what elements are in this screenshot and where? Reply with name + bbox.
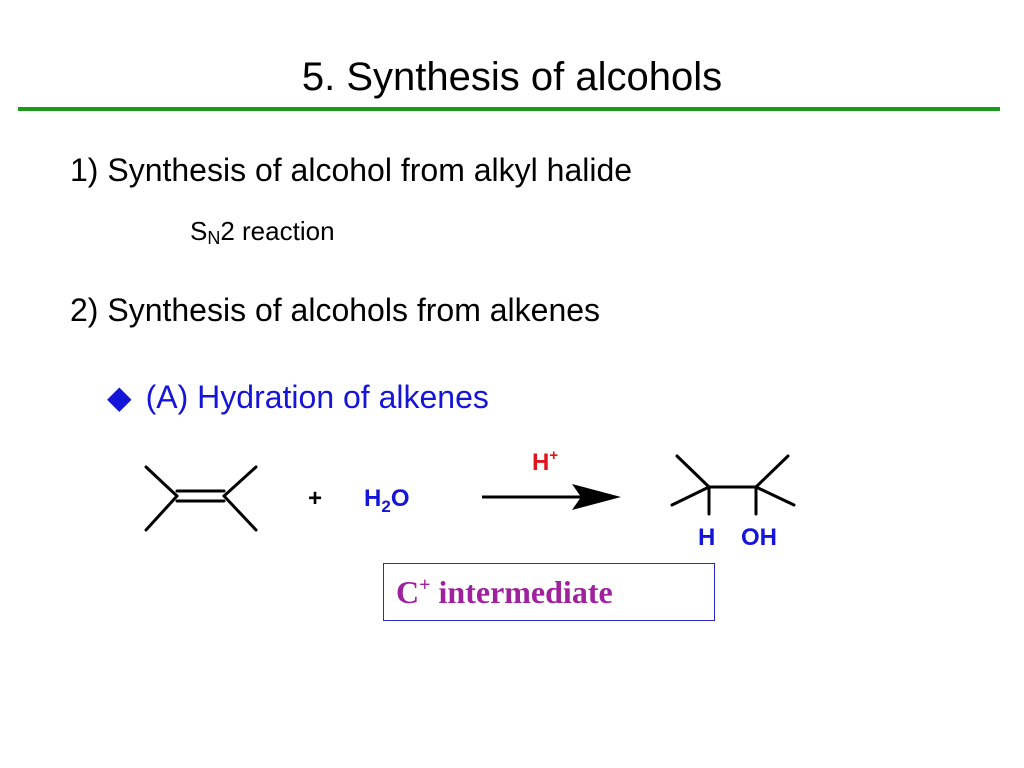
carbocation-plus: +	[419, 574, 431, 596]
section-2-heading: 2) Synthesis of alcohols from alkenes	[70, 292, 601, 328]
section-1-heading: 1) Synthesis of alcohol from alkyl halid…	[70, 152, 633, 188]
acid-catalyst-label: H+	[532, 447, 558, 476]
intermediate-box: C+ intermediate	[383, 563, 715, 621]
sn2-rest: 2 reaction	[220, 216, 335, 246]
slide-title: 5. Synthesis of alcohols	[301, 55, 723, 99]
sn2-n-subscript: N	[207, 228, 221, 248]
product-h-label: H	[698, 524, 715, 551]
sn2-s: S	[190, 216, 208, 246]
intermediate-label: C+ intermediate	[396, 574, 613, 610]
alcohol-product-structure	[670, 454, 796, 516]
intermediate-text: intermediate	[430, 574, 613, 610]
alkene-structure	[144, 465, 258, 532]
sn2-reaction-label: SN2 reaction	[190, 213, 335, 249]
water-subscript-2: 2	[381, 497, 390, 516]
reaction-arrow-icon	[482, 484, 621, 510]
water-formula: H2O	[364, 485, 409, 516]
catalyst-plus: +	[549, 447, 558, 464]
plus-sign: +	[308, 485, 322, 512]
carbocation-c: C	[396, 574, 420, 610]
bullet-hydration: ◆ (A) Hydration of alkenes	[107, 376, 489, 418]
water-h: H	[364, 485, 381, 512]
bullet-text: (A) Hydration of alkenes	[145, 379, 489, 415]
water-o: O	[391, 485, 410, 512]
product-oh-label: OH	[741, 524, 777, 551]
catalyst-h: H	[532, 449, 549, 476]
diamond-bullet-icon: ◆	[107, 379, 132, 415]
title-divider	[18, 107, 1000, 111]
